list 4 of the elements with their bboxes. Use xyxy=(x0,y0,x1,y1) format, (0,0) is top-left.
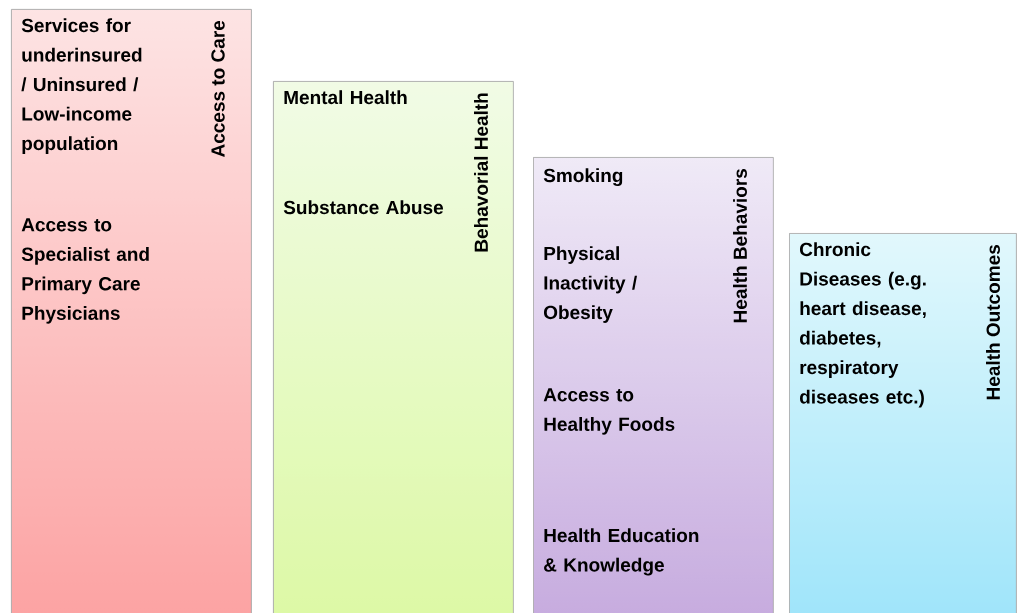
category-column: Health Outcomes Chronic Diseases (e.g. heart disease, diabetes, respiratory diseases etc.) xyxy=(789,233,1017,613)
category-column: Access to Care Services for underinsured / Uninsured / Low-income population Access to Specialist and Primary Care Physicians xyxy=(11,9,252,613)
category-column: Health Behaviors Smoking Physical Inactivity / Obesity Access to Healthy Foods Health Education & Knowledge xyxy=(533,157,774,613)
category-column: Behavorial Health Mental Health Substance Abuse xyxy=(273,81,514,613)
